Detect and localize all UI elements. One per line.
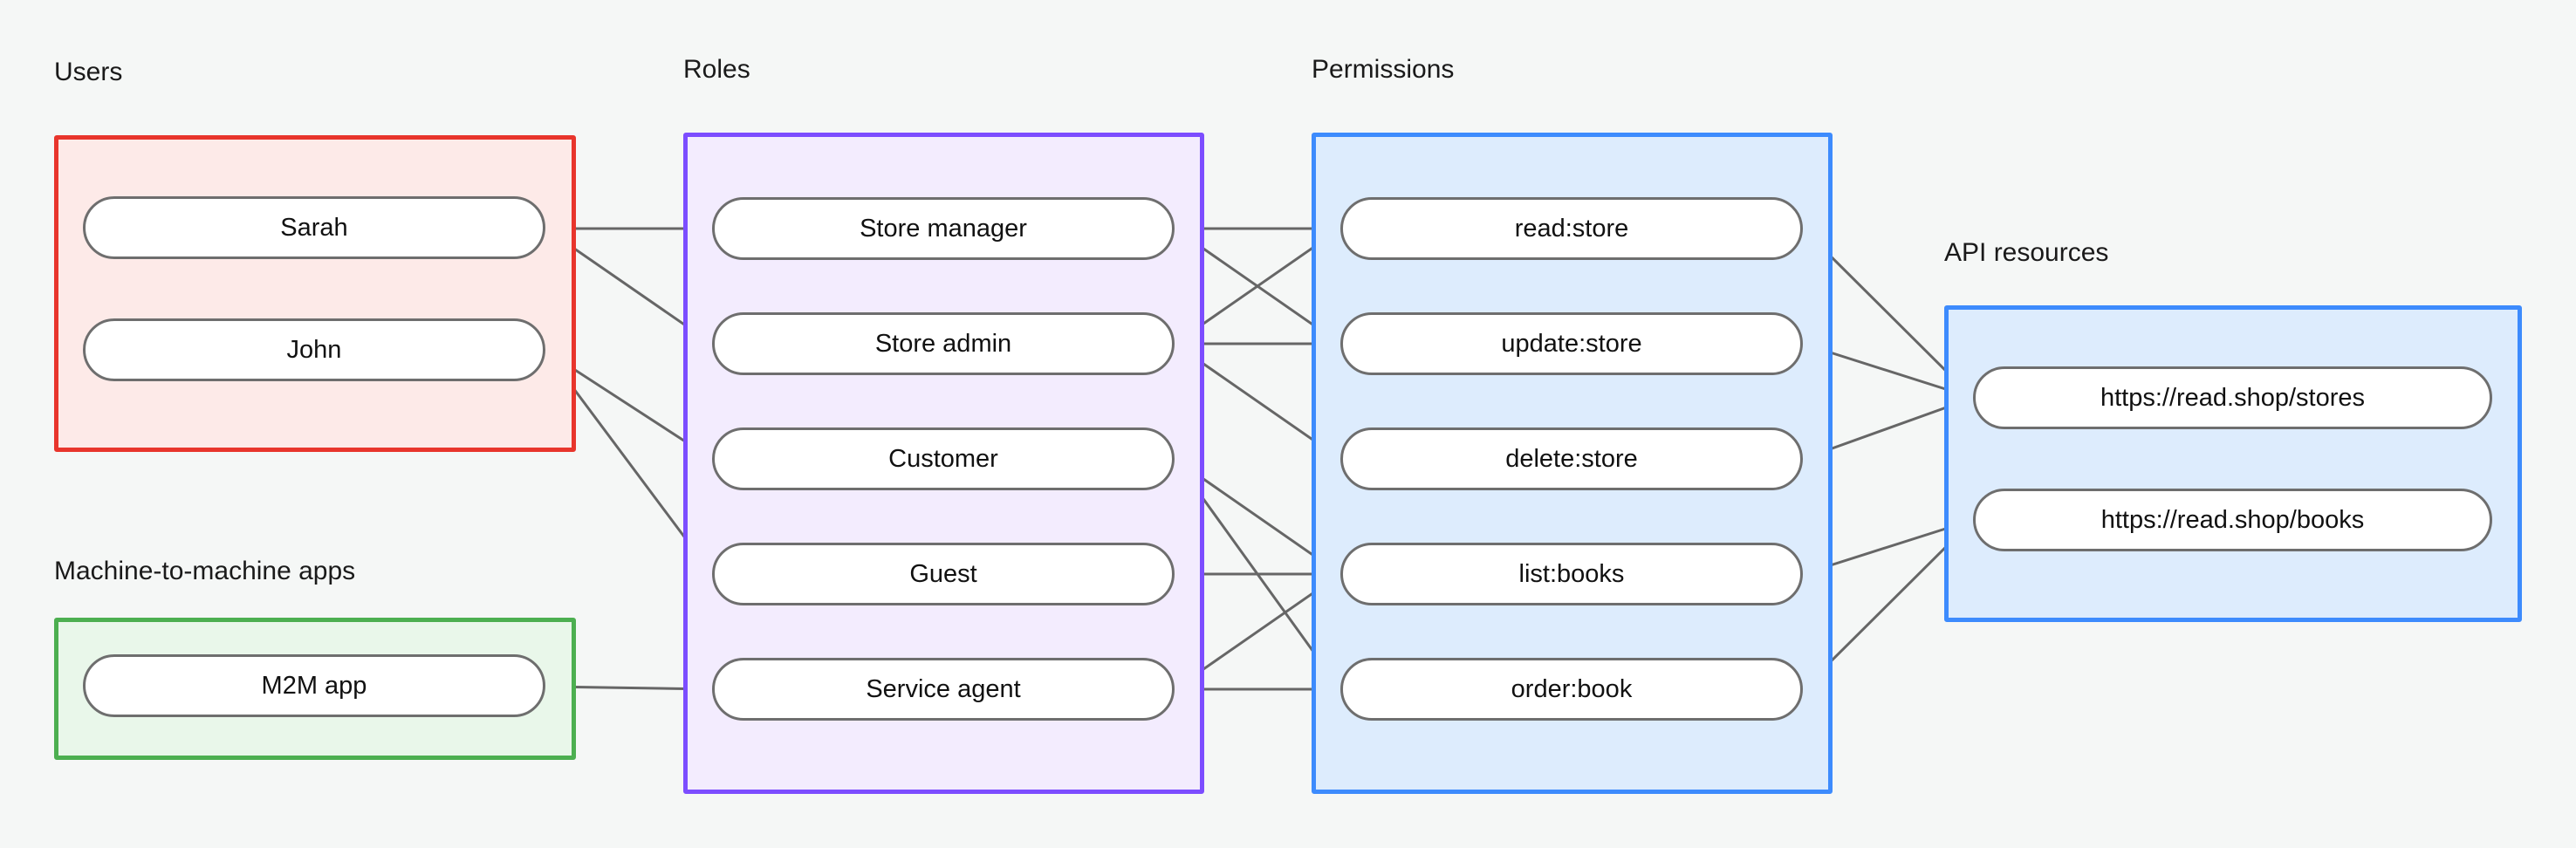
node-guest[interactable]: Guest — [712, 543, 1175, 605]
node-john[interactable]: John — [83, 318, 545, 381]
node-label: list:books — [1518, 559, 1625, 588]
node-store-manager[interactable]: Store manager — [712, 197, 1175, 260]
node-label: Customer — [888, 444, 998, 473]
node-update-store[interactable]: update:store — [1340, 312, 1803, 375]
node-label: https://read.shop/stores — [2100, 383, 2366, 412]
node-read-store[interactable]: read:store — [1340, 197, 1803, 260]
node-label: Sarah — [280, 213, 348, 242]
node-label: Service agent — [866, 674, 1021, 703]
node-label: Store admin — [874, 329, 1012, 358]
node-m2mapp[interactable]: M2M app — [83, 654, 545, 717]
node-label: read:store — [1514, 214, 1629, 243]
group-box-api-resources — [1944, 305, 2522, 622]
node-list-books[interactable]: list:books — [1340, 543, 1803, 605]
node-label: M2M app — [261, 671, 367, 700]
node-customer[interactable]: Customer — [712, 427, 1175, 490]
node-sarah[interactable]: Sarah — [83, 196, 545, 259]
group-label-m2m: Machine-to-machine apps — [54, 557, 356, 585]
group-label-api-resources: API resources — [1944, 238, 2109, 267]
node-label: order:book — [1511, 674, 1633, 703]
node-label: delete:store — [1505, 444, 1638, 473]
node-label: John — [286, 335, 342, 364]
group-label-roles: Roles — [683, 55, 750, 84]
group-label-users: Users — [54, 58, 123, 86]
node-label: https://read.shop/books — [2100, 505, 2365, 534]
node-order-book[interactable]: order:book — [1340, 658, 1803, 721]
group-box-users — [54, 135, 576, 452]
node-label: Store manager — [860, 214, 1027, 243]
node-label: update:store — [1501, 329, 1642, 358]
node-store-admin[interactable]: Store admin — [712, 312, 1175, 375]
node-delete-store[interactable]: delete:store — [1340, 427, 1803, 490]
node-service-agent[interactable]: Service agent — [712, 658, 1175, 721]
node-read-shop-stores[interactable]: https://read.shop/stores — [1973, 366, 2492, 429]
group-label-permissions: Permissions — [1312, 55, 1455, 84]
node-read-shop-books[interactable]: https://read.shop/books — [1973, 489, 2492, 551]
node-label: Guest — [909, 559, 977, 588]
